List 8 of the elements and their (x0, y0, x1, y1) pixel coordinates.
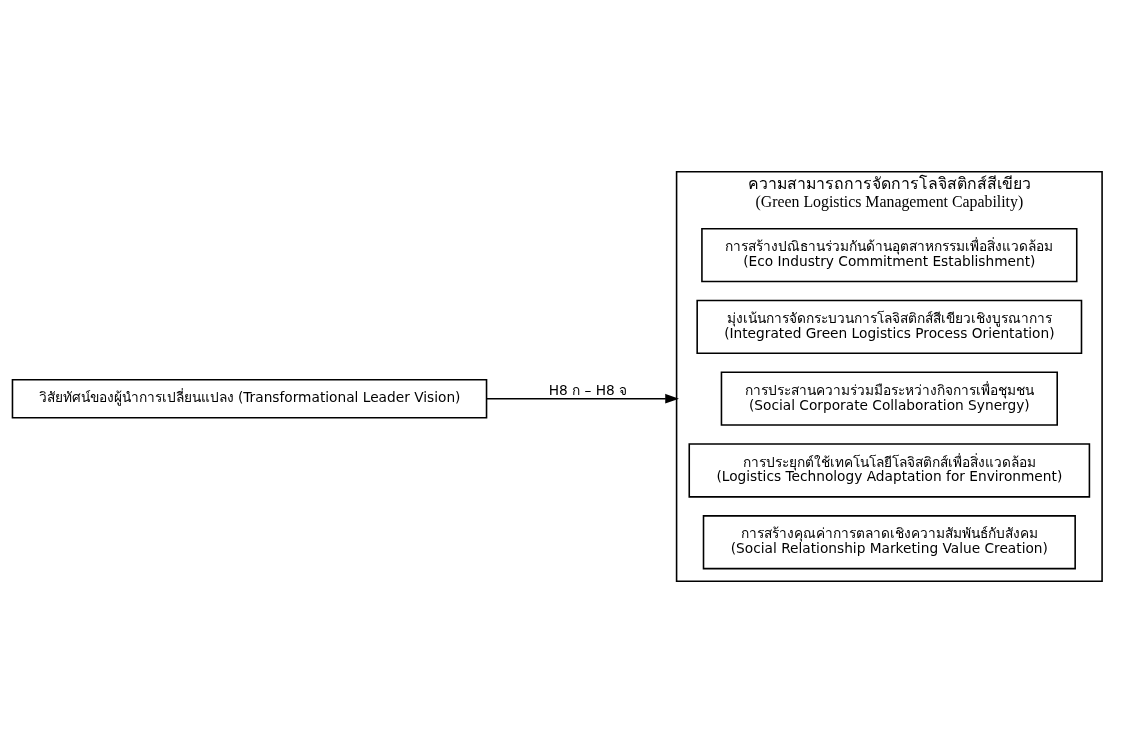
node-box: มุ่งเน้นการจัดกระบวนการโลจิสติกส์สีเขียวเชิงบูรณาการ (Integrated Green Logistics Process Orientation) (696, 299, 1083, 355)
arrow (485, 393, 679, 404)
node-box: การสร้างคุณค่าการตลาดเชิงความสัมพันธ์กับสังคม (Social Relationship Marketing Value Creation) (702, 515, 1076, 570)
node-box: วิสัยทัศน์ของผู้นำการเปลี่ยนแปลง (Transformational Leader Vision) (11, 378, 488, 419)
node-box: การประสานความร่วมมือระหว่างกิจการเพื่อชุมชน (Social Corporate Collaboration Synergy) (720, 371, 1058, 426)
node-box: การสร้างปณิธานร่วมกันด้านอุตสาหกรรมเพื่อสิ่งแวดล้อม (Eco Industry Commitment Establishment) (701, 227, 1078, 283)
node-box: การประยุกต์ใช้เทคโนโลยีโลจิสติกส์เพื่อสิ่งแวดล้อม (Logistics Technology Adaptation for Environment) (688, 443, 1091, 498)
edge-label: H8 ก – H8 จ (548, 381, 628, 398)
